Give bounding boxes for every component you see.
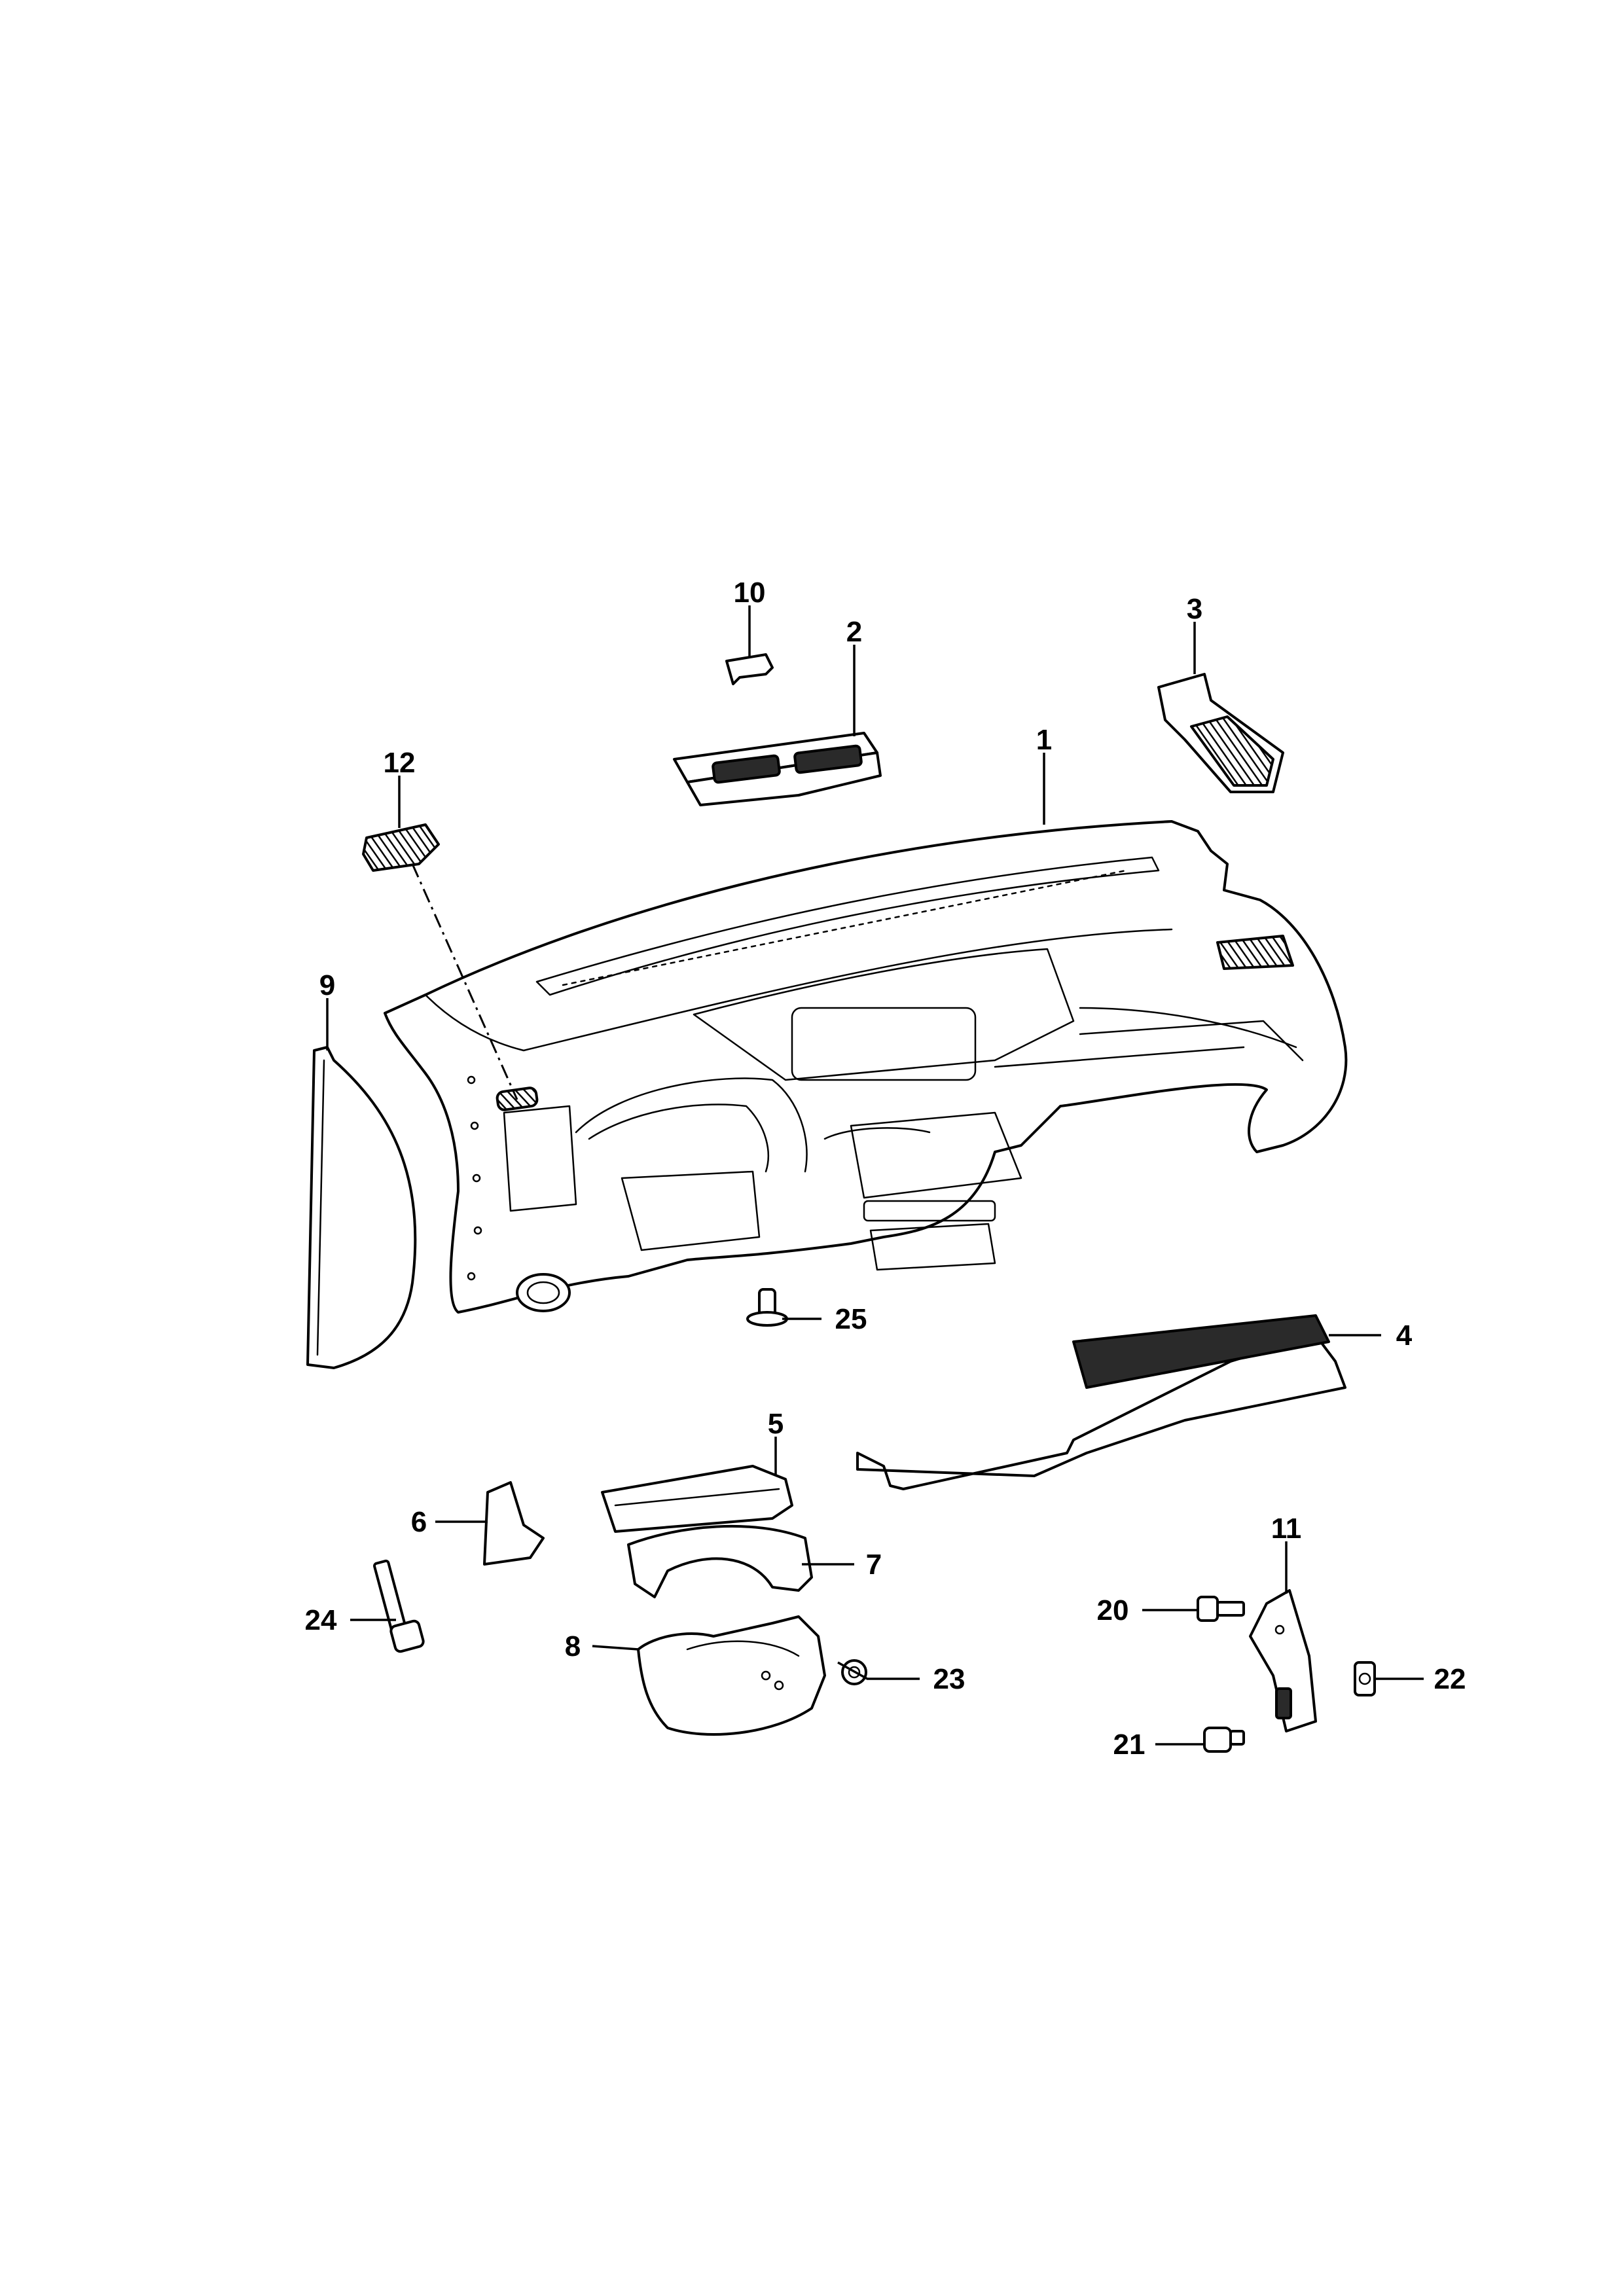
left-vent-insert [362,823,440,872]
callout-20: 20 [1097,1594,1129,1626]
clip-25 [746,1288,788,1327]
callout-12: 12 [384,747,416,779]
side-end-panel [306,1046,417,1369]
clip-nut-22 [1354,1661,1376,1696]
callout-1: 1 [1036,724,1052,756]
callout-3: 3 [1187,593,1202,625]
leader-8 [592,1645,639,1651]
callout-5: 5 [768,1408,784,1440]
leader-lines [326,605,1424,1746]
bolt-24 [373,1559,425,1653]
column-shroud-middle [627,1524,813,1598]
callout-24: 24 [305,1604,337,1636]
center-air-vent [673,732,882,806]
callout-4: 4 [1396,1319,1413,1352]
callout-25: 25 [835,1303,867,1335]
lower-trim-strip [856,1314,1346,1490]
callout-6: 6 [411,1506,427,1538]
vent-clip [725,653,774,685]
callout-7: 7 [866,1549,882,1581]
screw-21 [1203,1727,1245,1753]
callout-8: 8 [565,1630,581,1662]
callout-2: 2 [846,616,862,648]
callout-23: 23 [933,1663,965,1695]
callout-9: 9 [319,969,335,1001]
callout-22: 22 [1434,1663,1466,1695]
right-air-vent [1157,673,1284,793]
callout-labels: 1 2 3 4 5 6 7 8 9 10 11 12 20 21 22 23 2… [305,577,1466,1761]
leader-23 [837,1661,920,1680]
knee-trim-panel [483,1481,545,1566]
callout-10: 10 [734,577,766,609]
side-bracket [1249,1589,1317,1732]
callout-21: 21 [1113,1729,1146,1761]
callout-11: 11 [1271,1513,1302,1545]
column-shroud-upper [601,1465,793,1533]
screw-20 [1197,1596,1245,1622]
column-shroud-lower [637,1615,826,1736]
dashboard-panel [384,820,1348,1314]
